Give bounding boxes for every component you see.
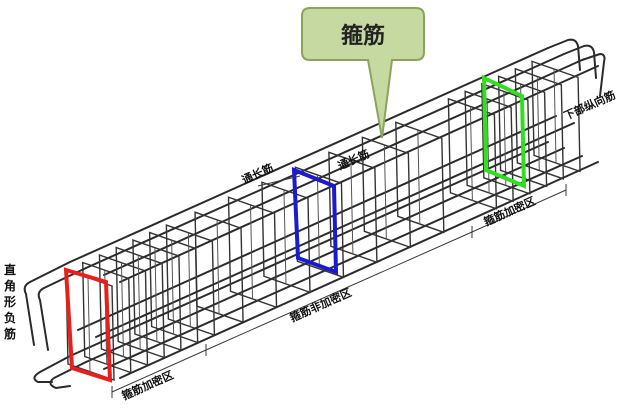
bottom-longitudinal-label: 下部纵向筋 xyxy=(562,88,618,123)
stirrup-hoop xyxy=(514,67,565,180)
vertical-char-3: 形 xyxy=(4,295,16,309)
stirrup-tie xyxy=(417,130,421,225)
stirrup-hoop xyxy=(447,97,498,210)
stirrup-hoop xyxy=(148,231,199,344)
stirrup-tie xyxy=(137,255,141,350)
vertical-char-4: 负 xyxy=(4,310,16,325)
stirrup-tie xyxy=(154,248,158,343)
dimension-lines xyxy=(111,184,567,398)
stirrup-hoop xyxy=(194,211,244,324)
stirrup-hoop xyxy=(82,261,132,374)
stirrup-hoop xyxy=(395,121,445,234)
left-bar-hooks xyxy=(23,261,87,389)
stirrup-tie xyxy=(283,190,287,285)
stirrup-tie xyxy=(503,91,507,186)
stirrup-hoop xyxy=(361,136,412,249)
green-highlight-stirrup xyxy=(481,74,527,190)
vertical-char-5: 筋 xyxy=(3,326,16,341)
stirrup-tie xyxy=(553,69,557,164)
stirrup-hoop xyxy=(261,181,311,294)
stirrup-tie xyxy=(486,99,490,194)
stirrup-tie xyxy=(383,145,387,240)
stirrup-tie xyxy=(216,220,220,315)
stirrup-tie xyxy=(316,175,320,270)
stirrup-hoop xyxy=(98,254,149,367)
stirrup-hoop xyxy=(497,75,548,188)
red-highlight-stirrup xyxy=(63,267,113,383)
through-bar-label-right: 通长筋 xyxy=(336,147,372,173)
vertical-char-1: 直 xyxy=(4,262,16,277)
right-bar-hooks xyxy=(547,38,606,97)
stirrup-tie xyxy=(350,160,354,255)
stirrup-hoop xyxy=(227,196,278,309)
stirrup-callout: 箍筋 xyxy=(301,7,425,139)
stirrup-tie xyxy=(536,76,540,171)
stirrup-tie xyxy=(87,277,91,373)
non-dense-zone-label: 箍筋非加密区 xyxy=(288,285,354,325)
stirrup-tie xyxy=(187,233,191,328)
leader-lines xyxy=(257,159,353,187)
stirrup-hoop xyxy=(481,82,531,195)
blue-highlight-stirrup xyxy=(291,166,339,275)
vertical-char-2: 角 xyxy=(4,278,16,293)
callout-label: 箍筋 xyxy=(341,23,385,49)
stirrup-hoop xyxy=(132,239,182,352)
stirrup-hoop xyxy=(115,246,165,359)
stirrup-hoop xyxy=(531,60,581,173)
stirrup-hoop xyxy=(165,224,216,337)
stirrup-hoop xyxy=(328,151,378,264)
stirrup-tie xyxy=(469,106,473,201)
stirrup-tie xyxy=(250,205,254,300)
stirrup-tie xyxy=(171,240,175,335)
stirrup-hoop xyxy=(464,90,514,203)
stirrup-tie xyxy=(120,263,124,358)
right-angle-negative-label: 直 角 形 负 筋 xyxy=(3,262,16,341)
